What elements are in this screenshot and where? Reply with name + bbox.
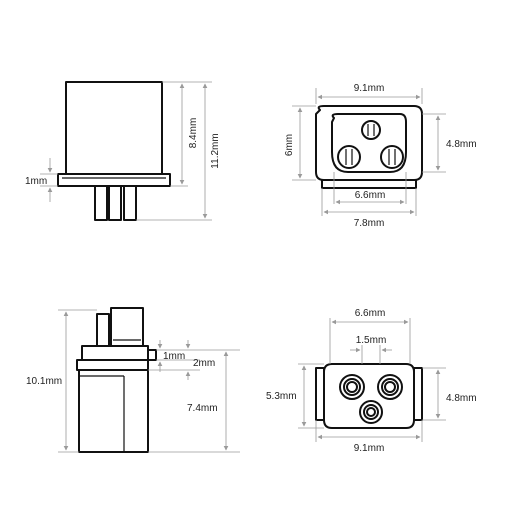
label-top-width: 9.1mm	[354, 83, 385, 94]
label-profile-body-height: 7.4mm	[187, 403, 218, 414]
label-side-body-height: 8.4mm	[188, 118, 199, 149]
label-front-height: 5.3mm	[266, 391, 297, 402]
label-profile-step-small: 1mm	[163, 351, 185, 362]
label-top-height: 6mm	[284, 134, 295, 156]
label-side-top-thickness: 1mm	[25, 176, 47, 187]
label-top-pin-span: 6.6mm	[355, 190, 386, 201]
profile-view: 10.1mm 1mm 2mm 7.4mm	[26, 307, 240, 453]
profile-view-outline	[76, 307, 157, 453]
label-front-pin-span: 6.6mm	[355, 308, 386, 319]
label-side-total-height: 11.2mm	[210, 133, 221, 168]
label-front-inner-height: 4.8mm	[446, 393, 477, 404]
label-profile-total-height: 10.1mm	[26, 376, 62, 387]
label-front-pin-spacing: 1.5mm	[356, 335, 387, 346]
label-profile-step-large: 2mm	[193, 358, 215, 369]
side-view-outline	[57, 81, 171, 221]
top-view: 9.1mm 6mm 4.8mm 6.6mm 7.8mm	[284, 83, 477, 229]
label-front-width: 9.1mm	[354, 443, 385, 454]
label-top-inner-height: 4.8mm	[446, 139, 477, 150]
top-view-pins	[337, 120, 404, 169]
front-view-pins	[339, 374, 403, 424]
front-view: 6.6mm 1.5mm 5.3mm 4.8mm 9.1mm	[266, 308, 477, 454]
side-view: 8.4mm 11.2mm 1mm	[25, 81, 221, 221]
label-top-flange-width: 7.8mm	[354, 218, 385, 229]
